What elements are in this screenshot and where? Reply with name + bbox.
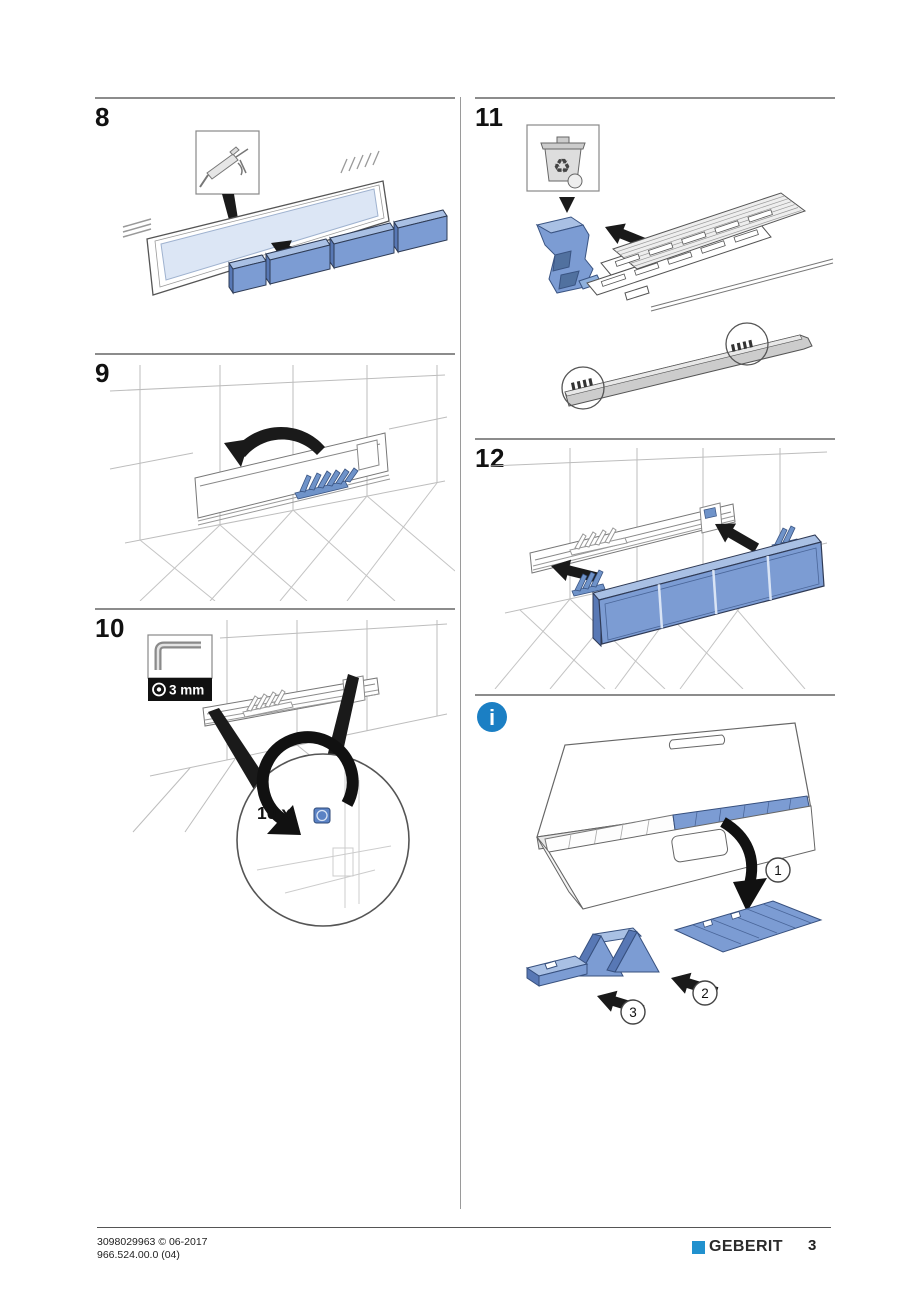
step-9-block: 9 — [95, 353, 455, 601]
collector-profile — [561, 322, 813, 410]
grate-assembly — [586, 192, 834, 312]
step-8-block: 8 — [95, 97, 455, 345]
rotation-arrow-icon — [256, 731, 359, 827]
step-8-rule — [95, 97, 455, 99]
leader-arrow-left — [208, 708, 271, 793]
sequence-badge-3: 3 — [620, 999, 646, 1025]
step-8-number: 8 — [95, 102, 110, 132]
step-11-figure: ♻ — [526, 124, 834, 410]
brand-name: GEBERIT — [709, 1238, 783, 1255]
rail-end-right — [340, 150, 380, 174]
info-figure: i 1 — [477, 702, 823, 1025]
takeout-arrow-head — [733, 878, 767, 912]
transport-bracket — [535, 216, 602, 294]
box-handle — [671, 828, 729, 863]
repeat-count-label: 10 x — [257, 803, 291, 823]
svg-text:3: 3 — [629, 1005, 637, 1020]
step-9-figure — [109, 365, 455, 601]
comb-gray — [569, 527, 628, 556]
wall-niche — [194, 432, 391, 526]
step-12-rule — [475, 438, 835, 440]
tiled-panel — [571, 525, 825, 648]
seal-comb-right — [731, 339, 753, 352]
folded-pack — [525, 955, 589, 987]
magnifier-detail: 10 x — [236, 731, 410, 927]
strip-sheet — [673, 900, 823, 953]
rotation-arrow-head — [267, 805, 301, 835]
step-9-rule — [95, 353, 455, 355]
step-11-block: 11 ♻ — [475, 97, 835, 432]
allen-key-icon: 3 mm — [147, 634, 213, 701]
seal-comb-left — [571, 378, 593, 391]
wall-niche — [529, 502, 736, 574]
step-10-number: 10 — [95, 613, 125, 643]
svg-text:i: i — [489, 705, 495, 730]
info-icon: i — [477, 702, 507, 732]
step-12-number: 12 — [475, 443, 505, 473]
carton-box — [536, 722, 816, 910]
step-12-block: 12 — [475, 438, 835, 689]
frame-panel — [122, 150, 390, 296]
svg-text:1: 1 — [774, 863, 782, 878]
footer-doc-info: 3098029963 © 06-2017 966.524.00.0 (04) — [97, 1236, 208, 1262]
detail-circle-right — [725, 322, 769, 366]
step-8-figure — [122, 130, 448, 296]
footer-rule — [97, 1227, 831, 1228]
footer-article-number: 966.524.00.0 (04) — [97, 1249, 180, 1261]
page-number: 3 — [808, 1237, 817, 1254]
sequence-badge-2: 2 — [692, 980, 718, 1006]
detail-lineart — [256, 770, 392, 908]
rail-end-left — [122, 218, 152, 238]
tool-size-label: 3 mm — [169, 683, 204, 698]
tool-size-badge — [148, 678, 212, 701]
step-9-number: 9 — [95, 358, 110, 388]
floor-tiles — [139, 482, 455, 601]
sequence-badge-1: 1 — [765, 857, 791, 883]
brand-logo-square — [692, 1240, 705, 1254]
recycling-bin-icon: ♻ — [526, 124, 600, 192]
step-10-figure: 3 mm 10 x — [132, 620, 448, 927]
dispose-arrow — [559, 197, 575, 213]
info-block: i 1 — [475, 694, 835, 1037]
brand-logo: GEBERIT — [692, 1238, 783, 1256]
screw-icon — [313, 807, 331, 824]
detail-circle-left — [561, 366, 605, 410]
step-10-rule — [95, 608, 455, 610]
svg-text:2: 2 — [701, 986, 709, 1001]
tile-row — [228, 209, 448, 295]
step-11-number: 11 — [475, 102, 504, 132]
comb-gray — [242, 689, 294, 718]
takeout-arrow — [720, 817, 758, 888]
step-12-figure — [489, 448, 828, 689]
panel-comb-left — [571, 569, 606, 597]
wall-tiles — [109, 365, 448, 544]
step-10-block: 10 — [95, 608, 455, 941]
info-rule — [475, 694, 835, 696]
recycle-glyph: ♻ — [553, 156, 571, 178]
folded-strips — [570, 927, 660, 977]
step-11-rule — [475, 97, 835, 99]
cleaning-comb — [294, 467, 359, 500]
footer-doc-number: 3098029963 © 06-2017 — [97, 1236, 208, 1248]
rotate-in-arrow — [224, 426, 325, 467]
column-divider — [460, 97, 461, 1209]
silicone-gun-icon — [195, 130, 260, 195]
